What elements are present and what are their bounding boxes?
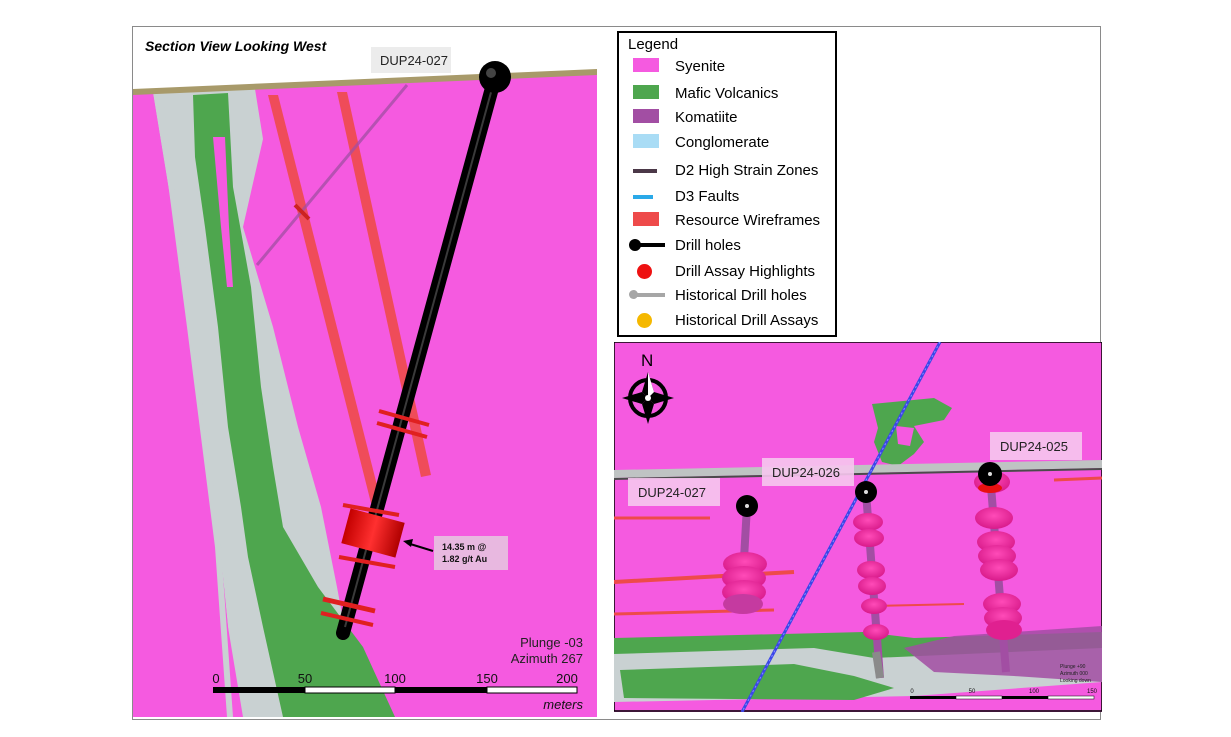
- scale-tick-150: 150: [476, 671, 498, 686]
- plan-label-box-027: [628, 478, 720, 506]
- scale-bar: [213, 686, 578, 694]
- hist-hole-swatch: [635, 293, 665, 297]
- section-title: Section View Looking West: [145, 38, 328, 54]
- legend: Legend Syenite Mafic Volcanics Komatiite…: [617, 31, 837, 337]
- north-label: N: [641, 351, 653, 370]
- legend-item-historical-holes: Historical Drill holes: [619, 285, 835, 307]
- assay-highlight: [341, 508, 405, 558]
- grey-unit: [614, 460, 1102, 478]
- plan-hole-label-025: DUP24-025: [1000, 439, 1068, 454]
- intercept-disc: [378, 409, 430, 427]
- historical-assay: [293, 203, 311, 221]
- hole-label-box: [371, 47, 451, 73]
- resource-wireframe-1: [268, 95, 381, 503]
- scale-tick-200: 200: [556, 671, 578, 686]
- plan-label-box-026: [762, 458, 854, 486]
- plan-orientation-looking: Looking down: [1060, 678, 1091, 684]
- plan-hole-dup24-025: [974, 462, 1022, 673]
- plan-orientation-plunge: Plunge +90: [1060, 664, 1086, 670]
- section-view: 14.35 m @ 1.82 g/t Au Section View Looki…: [133, 27, 597, 717]
- conglomerate-swatch: [633, 134, 659, 148]
- orientation-plunge: Plunge -03: [520, 635, 583, 650]
- hole-label: DUP24-027: [380, 53, 448, 68]
- plan-scale-tick-50: 50: [969, 689, 976, 695]
- legend-item-d2-high-strain: D2 High Strain Zones: [619, 160, 835, 182]
- legend-item-historical-assays: Historical Drill Assays: [619, 310, 835, 332]
- hist-assay-dot-icon: [637, 313, 652, 328]
- plan-hole-dup24-026: [853, 481, 889, 679]
- compass-rose-icon: [622, 372, 674, 424]
- legend-item-conglomerate: Conglomerate: [619, 132, 835, 154]
- historical-drill-hole: [255, 84, 409, 266]
- plan-scale-bar: [910, 695, 1095, 700]
- legend-item-syenite: Syenite: [619, 56, 835, 78]
- plan-scale-tick-100: 100: [1029, 689, 1040, 695]
- plan-scale-tick-0: 0: [910, 689, 914, 695]
- scale-unit: meters: [543, 697, 583, 712]
- d3-line-swatch: [633, 195, 653, 199]
- plan-label-box-025: [990, 432, 1082, 460]
- legend-item-resource-wireframes: Resource Wireframes: [619, 210, 835, 232]
- legend-item-d3-faults: D3 Faults: [619, 186, 835, 208]
- callout-box: [434, 536, 508, 570]
- komatiite-swatch: [633, 109, 659, 123]
- intercept-disc: [322, 596, 376, 614]
- scale-tick-100: 100: [384, 671, 406, 686]
- legend-item-komatiite: Komatiite: [619, 107, 835, 129]
- plan-hole-label-027: DUP24-027: [638, 485, 706, 500]
- legend-item-mafic-volcanics: Mafic Volcanics: [619, 83, 835, 105]
- syenite-margin: [133, 93, 238, 717]
- callout-line-2: 1.82 g/t Au: [442, 554, 487, 564]
- hist-collar-icon: [629, 290, 638, 299]
- syenite-sliver: [213, 137, 233, 287]
- callout-line-1: 14.35 m @: [442, 542, 487, 552]
- drill-collar-icon: [629, 239, 641, 251]
- mafic-volcanics: [193, 93, 395, 717]
- drill-hole-swatch: [637, 243, 665, 247]
- legend-item-drill-assay: Drill Assay Highlights: [619, 261, 835, 283]
- d3-fault: [740, 342, 942, 712]
- wireframe-swatch: [633, 212, 659, 226]
- drill-collar: [479, 61, 511, 93]
- plan-view: DUP24-027 DUP24-026 DUP24-025 N Plunge +…: [614, 342, 1102, 712]
- legend-item-drill-holes: Drill holes: [619, 235, 835, 257]
- mafic-swatch: [633, 85, 659, 99]
- plan-hole-dup24-027: [722, 495, 767, 614]
- assay-dot-icon: [637, 264, 652, 279]
- scale-tick-50: 50: [298, 671, 312, 686]
- plan-hole-label-026: DUP24-026: [772, 465, 840, 480]
- d2-line-swatch: [633, 169, 657, 173]
- orientation-azimuth: Azimuth 267: [511, 651, 583, 666]
- scale-tick-0: 0: [212, 671, 219, 686]
- legend-title: Legend: [628, 36, 679, 53]
- grey-sliver: [157, 99, 233, 717]
- plan-scale-tick-150: 150: [1087, 689, 1098, 695]
- plan-orientation-azimuth: Azimuth 000: [1060, 671, 1088, 677]
- syenite-swatch: [633, 58, 659, 72]
